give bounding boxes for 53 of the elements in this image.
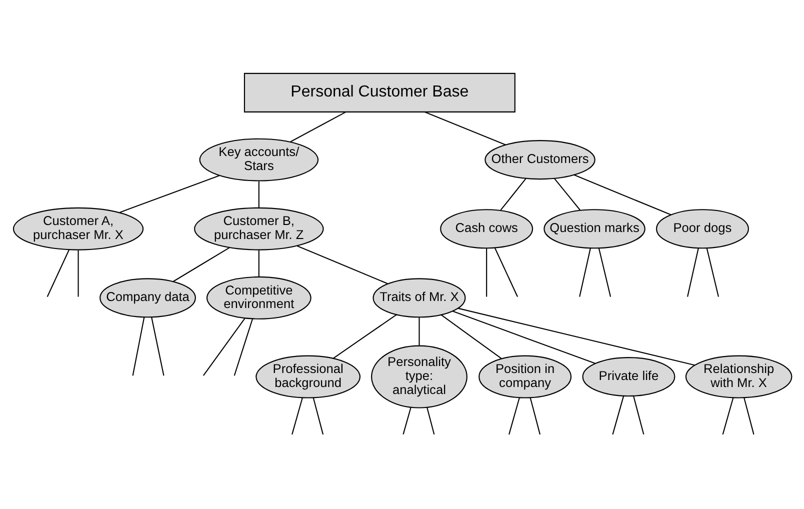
connector: [332, 314, 396, 359]
node-ellipse: Relationship with Mr. X: [684, 355, 792, 398]
connector: [290, 112, 346, 142]
node-ellipse: Private life: [582, 357, 675, 397]
connector: [508, 398, 520, 435]
node-ellipse: Company data: [99, 278, 196, 318]
node-ellipse: Customer A, purchaser Mr. X: [12, 207, 144, 250]
connector: [202, 318, 245, 376]
connector: [706, 248, 718, 297]
node-ellipse: Question marks: [543, 209, 645, 249]
node-ellipse: Position in company: [478, 355, 572, 398]
node-ellipse: Personality type: analytical: [370, 345, 467, 408]
connector: [494, 248, 518, 297]
connector: [418, 317, 420, 346]
node-box: Personal Customer Base: [243, 72, 515, 112]
node-ellipse: Traits of Mr. X: [372, 278, 466, 318]
connector: [553, 178, 580, 210]
connector: [426, 407, 434, 434]
connector: [573, 174, 671, 216]
connector: [150, 317, 164, 376]
node-ellipse: Professional background: [255, 355, 360, 398]
connector: [77, 250, 78, 297]
connector: [486, 248, 487, 297]
connector: [632, 396, 644, 435]
node-ellipse: Competitive environment: [206, 276, 311, 320]
connector: [312, 398, 324, 435]
connector: [424, 112, 506, 146]
connector: [722, 398, 734, 435]
node-ellipse: Key accounts/ Stars: [198, 138, 318, 182]
connector: [598, 248, 611, 297]
connector: [119, 175, 219, 213]
connector: [258, 181, 259, 208]
connector: [743, 398, 754, 435]
connector: [402, 407, 411, 434]
connector: [46, 250, 69, 297]
node-ellipse: Poor dogs: [655, 209, 748, 249]
node-ellipse: Cash cows: [440, 209, 533, 249]
node-ellipse: Customer B, purchaser Mr. Z: [194, 207, 324, 250]
connector: [233, 318, 252, 376]
connector: [529, 398, 540, 435]
connector: [452, 310, 595, 364]
connector: [612, 396, 624, 435]
connector: [457, 308, 694, 366]
connector: [291, 398, 302, 435]
connector: [500, 178, 526, 210]
connector: [132, 317, 144, 376]
connector: [440, 314, 502, 359]
connector: [578, 248, 590, 297]
connector: [258, 250, 259, 277]
node-ellipse: Other Customers: [484, 140, 595, 180]
connector: [686, 248, 698, 297]
connector: [172, 247, 230, 282]
connector: [296, 245, 388, 284]
